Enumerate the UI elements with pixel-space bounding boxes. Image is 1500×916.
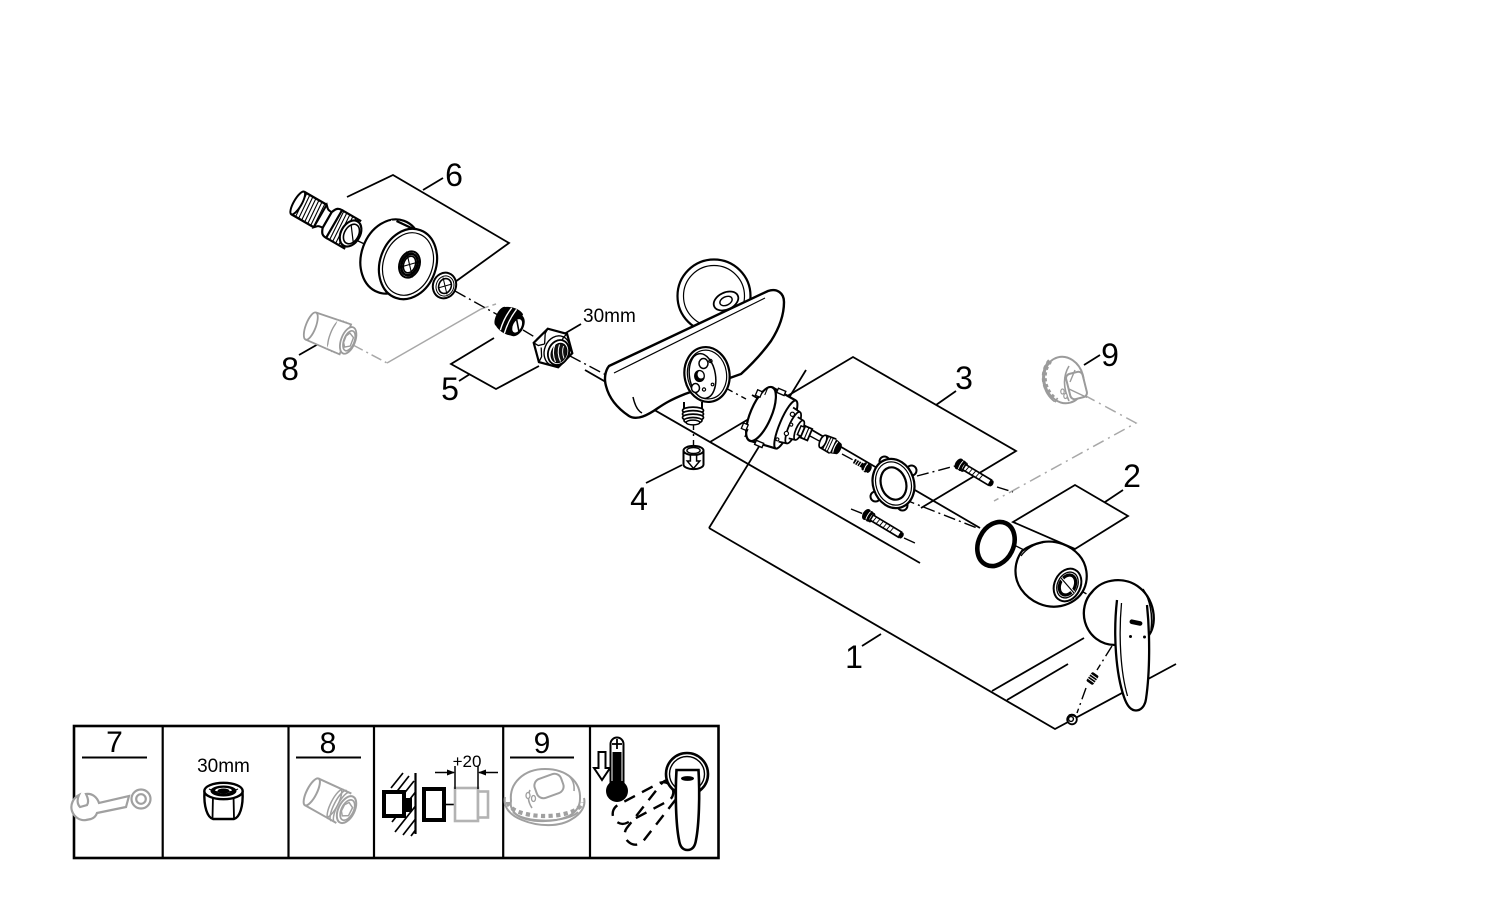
svg-text:30mm: 30mm (197, 756, 250, 777)
svg-text:+20: +20 (453, 752, 482, 771)
svg-text:2: 2 (1123, 458, 1141, 494)
svg-text:9: 9 (534, 727, 551, 760)
svg-text:30mm: 30mm (583, 306, 636, 327)
svg-text:4: 4 (630, 481, 648, 517)
svg-text:6: 6 (445, 157, 463, 193)
svg-text:3: 3 (955, 360, 973, 396)
svg-text:7: 7 (106, 726, 123, 759)
svg-text:9: 9 (1101, 337, 1119, 373)
svg-text:1: 1 (845, 639, 863, 675)
svg-text:8: 8 (281, 351, 299, 387)
svg-text:5: 5 (441, 371, 459, 407)
svg-text:8: 8 (320, 727, 337, 760)
